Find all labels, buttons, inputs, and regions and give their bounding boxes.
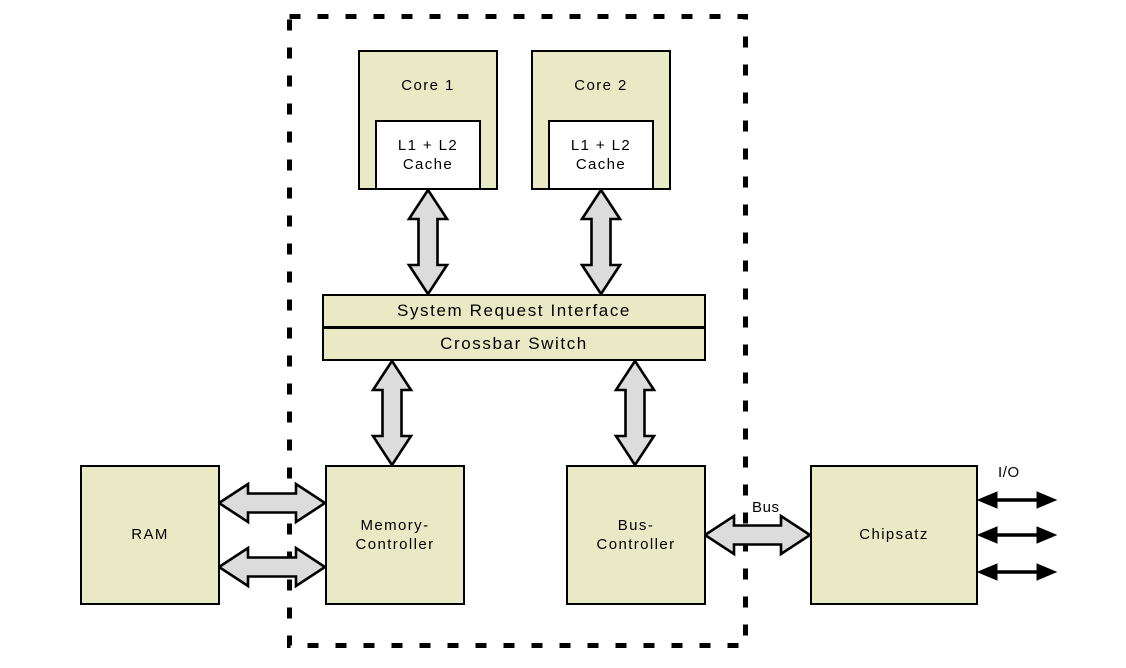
io-arrow-group (976, 491, 1058, 581)
io-connector-label: I/O (998, 464, 1020, 481)
block-cache-core-1[interactable]: L1 + L2 Cache (375, 120, 481, 190)
io-arrow-2 (976, 526, 1058, 544)
block-cache-core-2[interactable]: L1 + L2 Cache (548, 120, 654, 190)
block-system-request-interface-label: System Request Interface (397, 301, 631, 321)
arrow-crossbar-to-bus-controller (613, 358, 657, 468)
block-crossbar-switch[interactable]: Crossbar Switch (322, 327, 706, 361)
block-bus-controller-label: Bus- Controller (596, 516, 676, 553)
block-core-2-label: Core 2 (574, 77, 628, 94)
arrow-bus-controller-to-chipsatz (702, 513, 813, 557)
block-bus-controller[interactable]: Bus- Controller (566, 465, 706, 605)
arrow-crossbar-to-memory-controller (370, 358, 414, 468)
block-chipsatz[interactable]: Chipsatz (810, 465, 978, 605)
block-memory-controller-label: Memory- Controller (355, 516, 435, 553)
block-cache-core-2-label: L1 + L2 Cache (570, 136, 632, 173)
arrow-core2-to-sri (579, 187, 623, 297)
block-chipsatz-label: Chipsatz (859, 526, 929, 544)
block-ram-label: RAM (131, 526, 169, 544)
arrow-core1-to-sri (406, 187, 450, 297)
block-ram[interactable]: RAM (80, 465, 220, 605)
io-arrow-3 (976, 563, 1058, 581)
block-crossbar-switch-label: Crossbar Switch (440, 334, 588, 354)
block-memory-controller[interactable]: Memory- Controller (325, 465, 465, 605)
io-arrow-1 (976, 491, 1058, 509)
arrow-ram-to-memory-controller-lower (216, 545, 328, 589)
block-system-request-interface[interactable]: System Request Interface (322, 294, 706, 328)
arrow-ram-to-memory-controller-upper (216, 481, 328, 525)
block-cache-core-1-label: L1 + L2 Cache (397, 136, 459, 173)
bus-connector-label: Bus (752, 499, 780, 516)
block-core-1-label: Core 1 (401, 77, 455, 94)
cpu-package-dashed-boundary (287, 14, 748, 648)
